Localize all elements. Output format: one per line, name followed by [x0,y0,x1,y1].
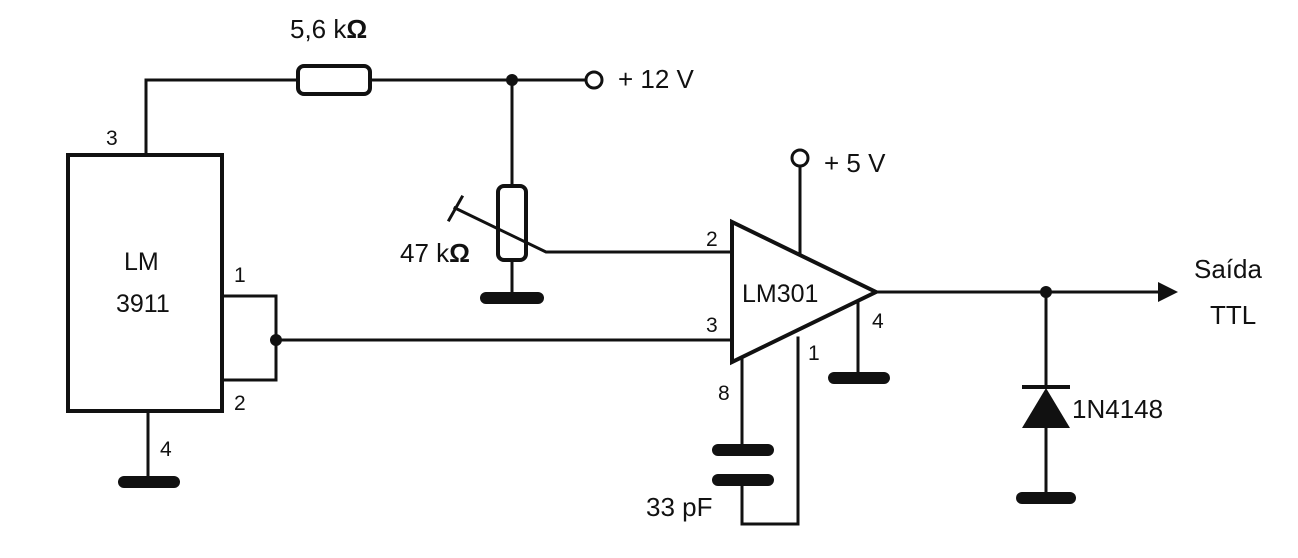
diode-1n4148: 1N4148 [1022,385,1163,428]
trimmer-47k: 47 kΩ [400,184,734,268]
terminal-12v [584,70,604,90]
lm3911-body [66,153,224,413]
opamp-pin3-label: 3 [706,314,718,337]
capacitor-33pf: 33 pF [646,444,774,522]
capacitor-value: 33 pF [646,492,713,522]
junction-lm3911-output [270,334,282,346]
supply-5v-label: + 5 V [824,148,886,178]
lm3911-pin2-label: 2 [234,392,246,415]
resistor-5k6: 5,6 kΩ [290,14,372,96]
lm3911-label-line2: 3911 [116,290,170,318]
lm3911-pin3-label: 3 [106,127,118,150]
resistor-5k6-body [296,64,372,96]
trimmer-47k-value: 47 k [400,238,450,268]
diode-anode-triangle [1022,388,1070,428]
opamp-triangle [730,218,881,366]
wire-cap-to-opamp-pin1 [740,336,800,526]
wire-lm3911-pin1-pin2 [220,294,278,382]
output-label-line2: TTL [1210,300,1256,330]
diode-label: 1N4148 [1072,394,1163,424]
output-arrow [1158,282,1178,302]
opamp-pin4-label: 4 [872,310,884,333]
trimmer-arrow-tick [446,194,465,223]
resistor-5k6-value: 5,6 k [290,14,347,44]
trimmer-47k-unit: Ω [449,238,470,268]
svg-text:5,6 kΩ: 5,6 kΩ [290,14,367,44]
wire-pin3-to-resistor [144,78,300,157]
opamp-lm301: LM301 2 3 4 8 1 [706,218,884,405]
lm3911-label-line1: LM [124,248,159,276]
terminal-5v [790,148,810,168]
trimmer-wiper [452,205,734,254]
opamp-pin8-label: 8 [718,382,730,405]
opamp-pin1-label: 1 [808,342,820,365]
opamp-label: LM301 [742,280,818,308]
trimmer-47k-body [496,184,528,262]
lm3911-pin4-label: 4 [160,438,172,461]
output-label-line1: Saída [1194,254,1262,284]
svg-text:47 kΩ: 47 kΩ [400,238,470,268]
supply-12v-label: + 12 V [618,64,695,94]
lm3911-ic: LM 3911 3 1 2 4 [66,127,246,461]
opamp-pin2-label: 2 [706,228,718,251]
lm3911-pin1-label: 1 [234,264,246,287]
resistor-5k6-unit: Ω [346,14,367,44]
